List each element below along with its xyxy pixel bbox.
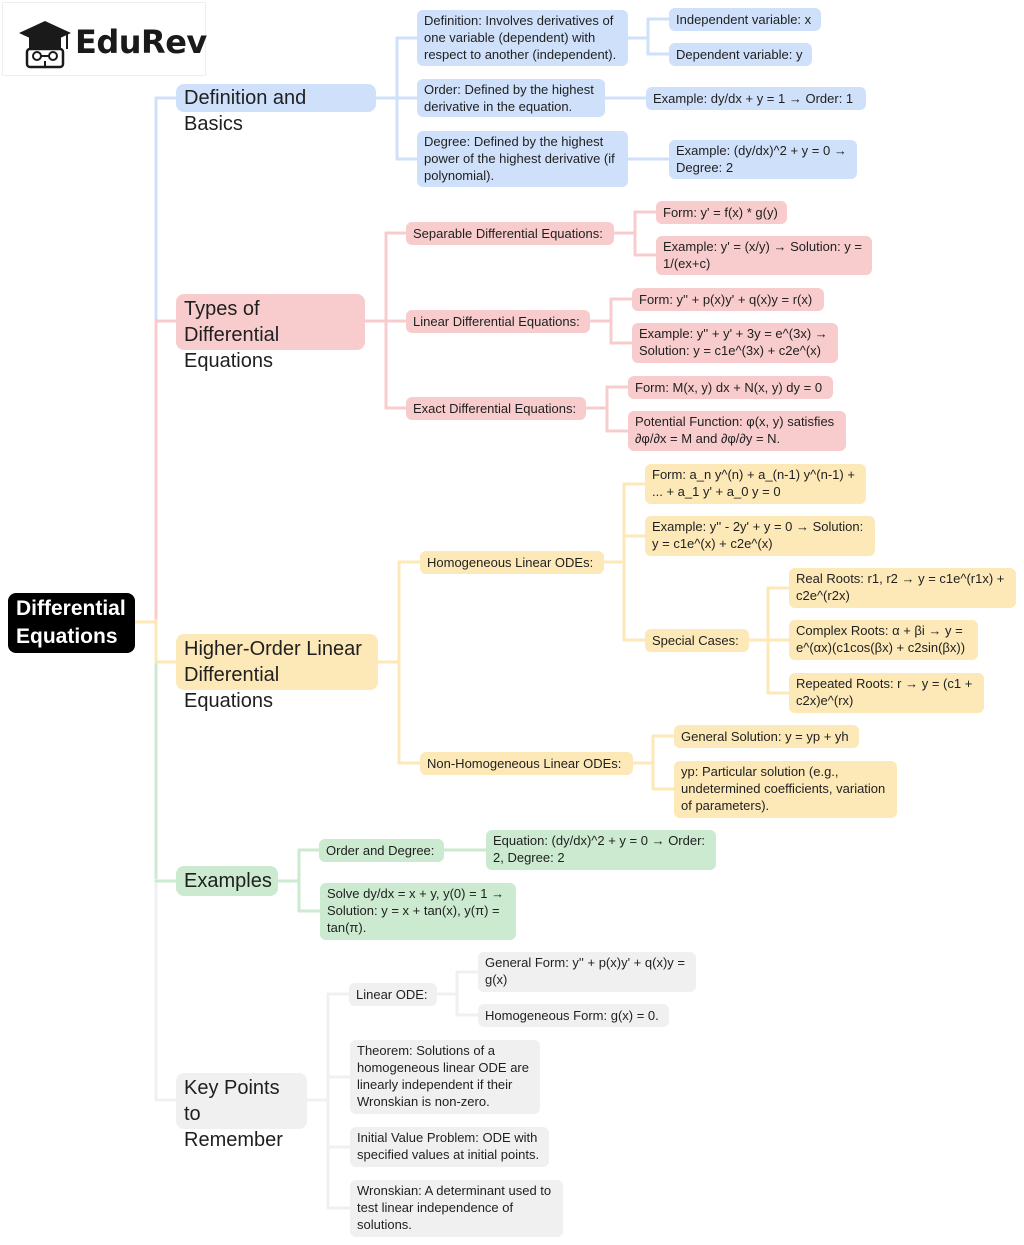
homogeneous-form-node: Homogeneous Form: g(x) = 0. <box>478 1004 669 1027</box>
exact-node: Exact Differential Equations: <box>406 397 586 420</box>
exact-form-node: Form: M(x, y) dx + N(x, y) dy = 0 <box>628 376 833 399</box>
order-example-node: Example: dy/dx + y = 1 → Order: 1 <box>646 87 866 110</box>
initial-value-problem-node: Initial Value Problem: ODE with specifie… <box>350 1127 549 1167</box>
homogeneous-form-node: Form: a_n y^(n) + a_(n-1) y^(n-1) + ... … <box>645 464 866 504</box>
homogeneous-node: Homogeneous Linear ODEs: <box>420 551 604 574</box>
branch-key-points: Key Points to Remember <box>176 1073 307 1151</box>
non-homogeneous-node: Non-Homogeneous Linear ODEs: <box>420 752 633 775</box>
definition-node: Definition: Involves derivatives of one … <box>417 10 628 66</box>
linear-example-node: Example: y'' + y' + 3y = e^(3x) → Soluti… <box>632 323 838 363</box>
branch-higher-order: Higher-Order Linear Differential Equatio… <box>176 634 378 712</box>
order-degree-node: Order and Degree: <box>319 839 444 862</box>
branch-definition-basics: Definition and Basics <box>176 84 376 135</box>
order-node: Order: Defined by the highest derivative… <box>417 79 605 117</box>
branch-examples: Examples <box>176 866 278 896</box>
order-degree-equation-node: Equation: (dy/dx)^2 + y = 0 → Order: 2, … <box>486 830 716 870</box>
graduation-cap-icon <box>19 21 71 69</box>
dependent-variable-node: Dependent variable: y <box>669 43 812 66</box>
separable-example-node: Example: y' = (x/y) → Solution: y = 1/(e… <box>656 236 872 275</box>
independent-variable-node: Independent variable: x <box>669 8 821 31</box>
degree-example-node: Example: (dy/dx)^2 + y = 0 → Degree: 2 <box>669 140 857 179</box>
real-roots-node: Real Roots: r1, r2 → y = c1e^(r1x) + c2e… <box>789 568 1016 608</box>
linear-node: Linear Differential Equations: <box>406 310 590 333</box>
separable-node: Separable Differential Equations: <box>406 222 614 245</box>
wronskian-node: Wronskian: A determinant used to test li… <box>350 1180 563 1237</box>
theorem-node: Theorem: Solutions of a homogeneous line… <box>350 1040 540 1114</box>
solve-example-node: Solve dy/dx = x + y, y(0) = 1 → Solution… <box>320 883 516 940</box>
edurev-logo: EduRev <box>2 2 207 76</box>
homogeneous-example-node: Example: y'' - 2y' + y = 0 → Solution: y… <box>645 516 875 556</box>
logo-text: EduRev <box>75 23 207 61</box>
root-node: Differential Equations <box>8 593 135 653</box>
linear-ode-node: Linear ODE: <box>349 983 437 1006</box>
general-solution-node: General Solution: y = yp + yh <box>674 725 859 748</box>
linear-form-node: Form: y'' + p(x)y' + q(x)y = r(x) <box>632 288 824 311</box>
potential-function-node: Potential Function: φ(x, y) satisfies ∂φ… <box>628 411 846 451</box>
special-cases-node: Special Cases: <box>645 629 749 652</box>
separable-form-node: Form: y' = f(x) * g(y) <box>656 201 787 224</box>
particular-solution-node: yp: Particular solution (e.g., undetermi… <box>674 761 897 818</box>
branch-types: Types of Differential Equations <box>176 294 365 372</box>
general-form-node: General Form: y'' + p(x)y' + q(x)y = g(x… <box>478 952 696 992</box>
complex-roots-node: Complex Roots: α + βi → y = e^(αx)(c1cos… <box>789 620 978 660</box>
repeated-roots-node: Repeated Roots: r → y = (c1 + c2x)e^(rx) <box>789 673 984 713</box>
degree-node: Degree: Defined by the highest power of … <box>417 131 628 187</box>
